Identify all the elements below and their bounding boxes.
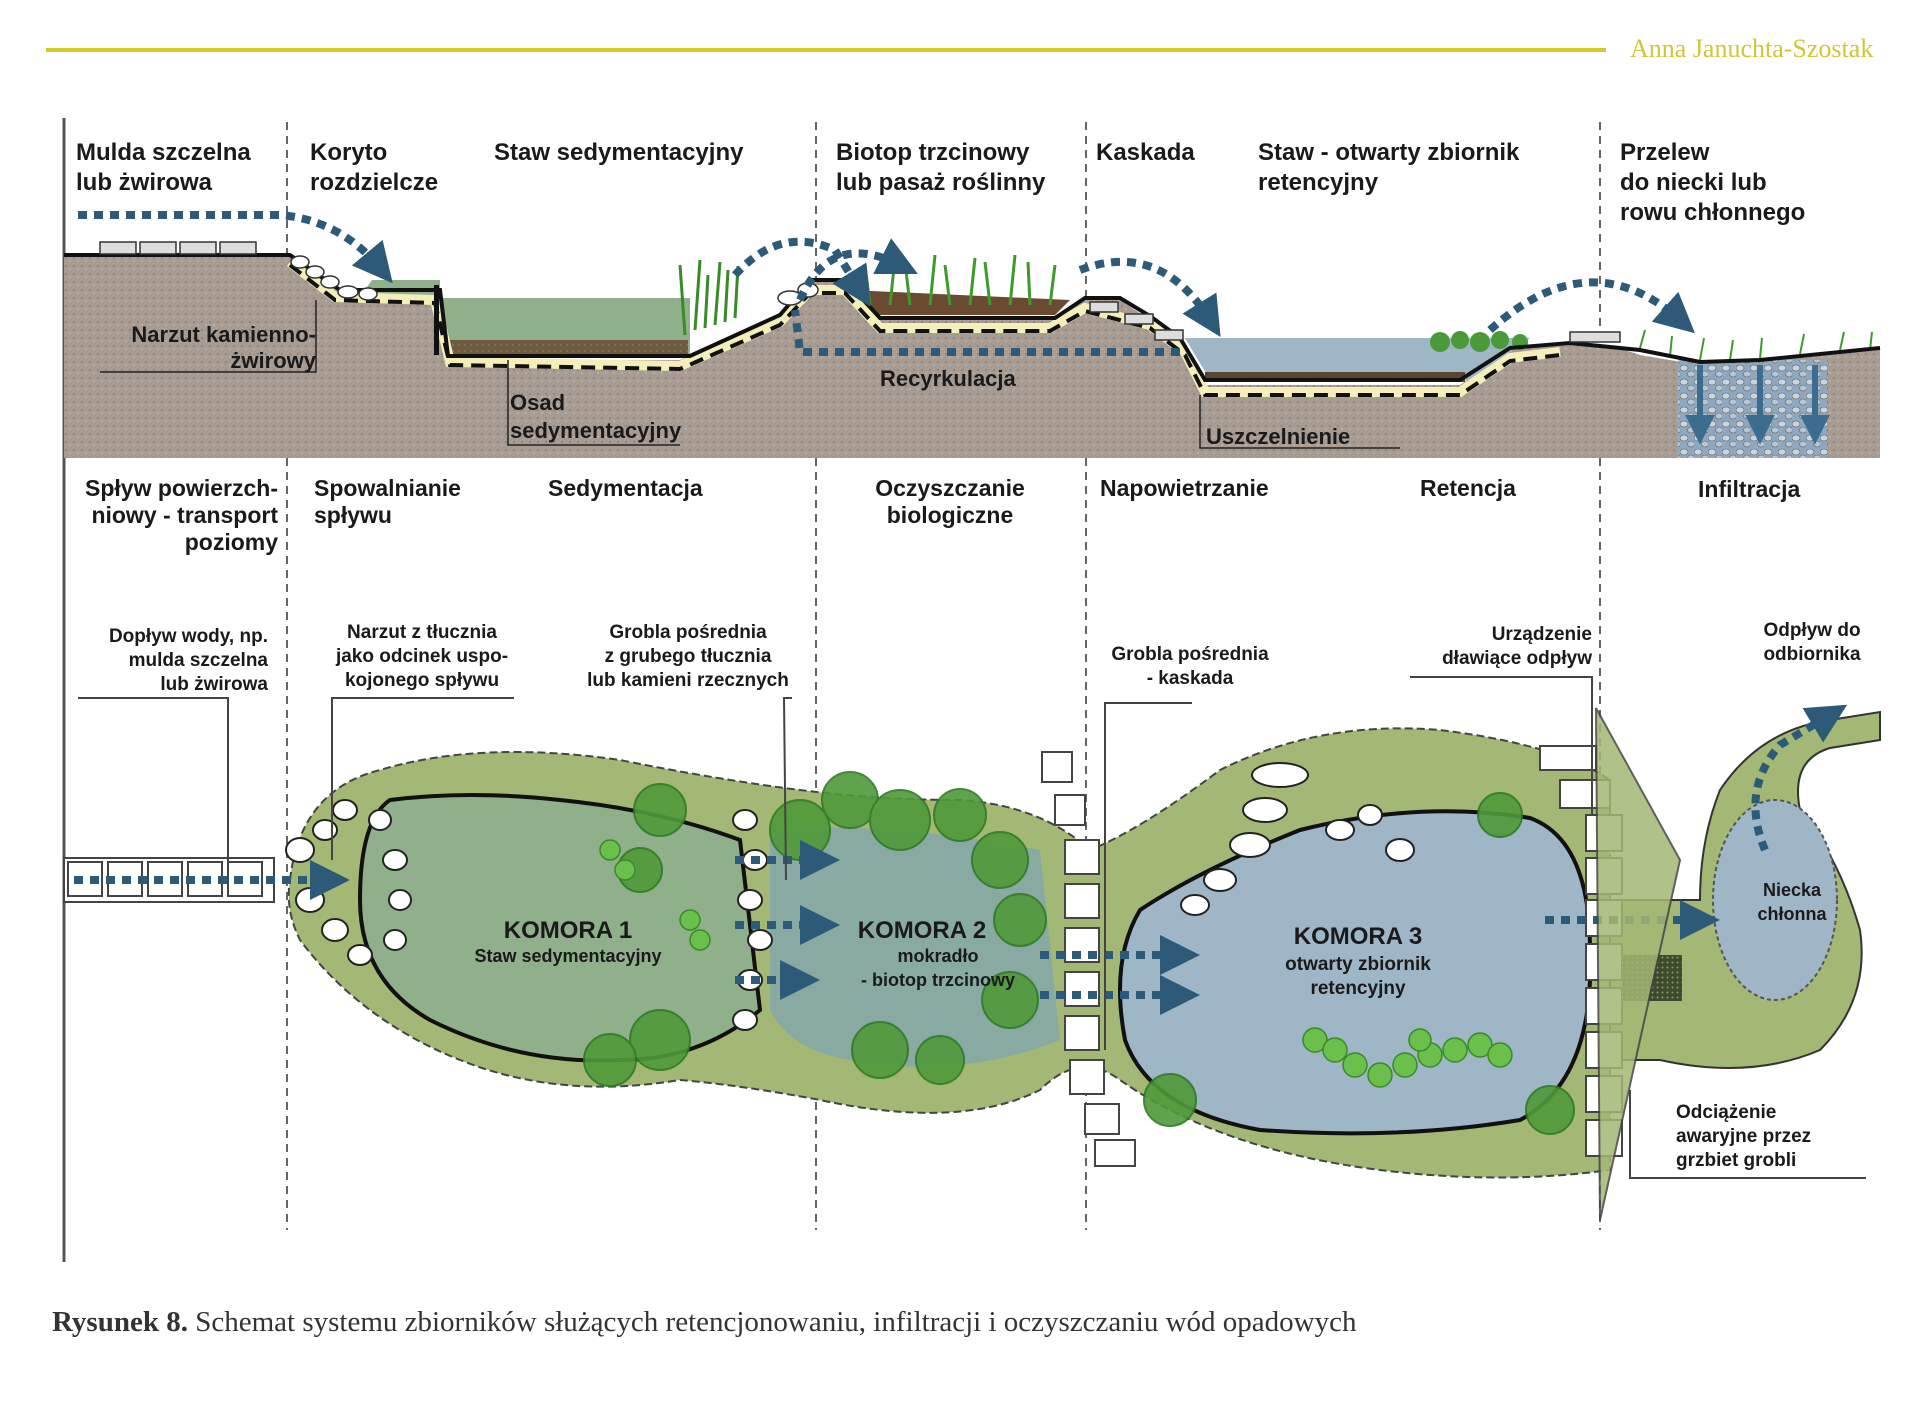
process-label-3: Sedymentacja [548, 475, 703, 501]
callout-lines-plan [78, 676, 1866, 1179]
callout-grobla-kaskada: Grobla pośrednia- kaskada [1111, 644, 1269, 689]
niecka-label-2: chłonna [1757, 904, 1827, 924]
paving-tiles [99, 241, 1621, 343]
flow-arrows [78, 211, 1695, 356]
label-narzut: Narzut kamienno-żwirowy [131, 322, 316, 373]
flow-arrow-overflow [1487, 278, 1695, 334]
aquatic-plants [1430, 331, 1528, 352]
sediment-weir [434, 285, 439, 355]
reeds-left [678, 259, 740, 336]
chamber-labels: KOMORA 1 Staw sedymentacyjny KOMORA 2 mo… [474, 880, 1827, 999]
cross-section [64, 211, 1881, 458]
header-rule [46, 48, 1606, 52]
label-uszczelnienie: Uszczelnienie [1206, 424, 1350, 449]
chamber-2-title: KOMORA 2 [858, 917, 986, 944]
top-label-3: Staw sedymentacyjny [494, 139, 744, 166]
soil-body [64, 255, 1880, 458]
chamber-2-desc-1: mokradło [897, 946, 978, 966]
flow-arrow-cascade [1078, 257, 1221, 337]
chamber-2-desc-2: - biotop trzcinowy [861, 970, 1015, 990]
plan-view [63, 676, 1881, 1221]
infiltration-basin [1712, 799, 1838, 1001]
emergency-spillway [1595, 707, 1682, 1221]
ground-surface [64, 253, 1881, 382]
retention-sediment [1205, 372, 1465, 382]
process-label-7: Infiltracja [1698, 476, 1800, 502]
sediment-layer [448, 340, 688, 356]
label-recyrkulacja: Recyrkulacja [880, 366, 1017, 391]
chamber-3-desc-1: otwarty zbiornik [1285, 954, 1431, 975]
process-label-5: Napowietrzanie [1100, 475, 1269, 501]
chamber-3-desc-2: retencyjny [1310, 978, 1405, 999]
reed-bed-soil [850, 290, 1070, 315]
infiltration-arrows [1685, 365, 1830, 445]
process-label-6: Retencja [1420, 475, 1516, 501]
niecka-label-1: Niecka [1763, 880, 1822, 900]
header-author: Anna Januchta-Szostak [1630, 34, 1874, 63]
chamber-3-title: KOMORA 3 [1294, 923, 1422, 950]
rip-rap-stones [285, 762, 1415, 1031]
grass-right [1639, 329, 1873, 361]
slope-stones [290, 255, 819, 306]
chamber-1-title: KOMORA 1 [504, 917, 632, 944]
plan-flow-arrows [74, 704, 1848, 1015]
aquatic-plant-cluster [599, 839, 1513, 1088]
caption-text: Schemat systemu zbiorników służących ret… [195, 1306, 1357, 1338]
recirculation-line [791, 309, 1180, 356]
caption-label: Rysunek 8. [52, 1306, 188, 1338]
figure-caption: Rysunek 8. Schemat systemu zbiorników sł… [52, 1306, 1356, 1339]
chamber-1-desc: Staw sedymentacyjny [474, 946, 661, 966]
top-label-5: Kaskada [1096, 139, 1195, 166]
callout-lines-section [100, 300, 1400, 449]
